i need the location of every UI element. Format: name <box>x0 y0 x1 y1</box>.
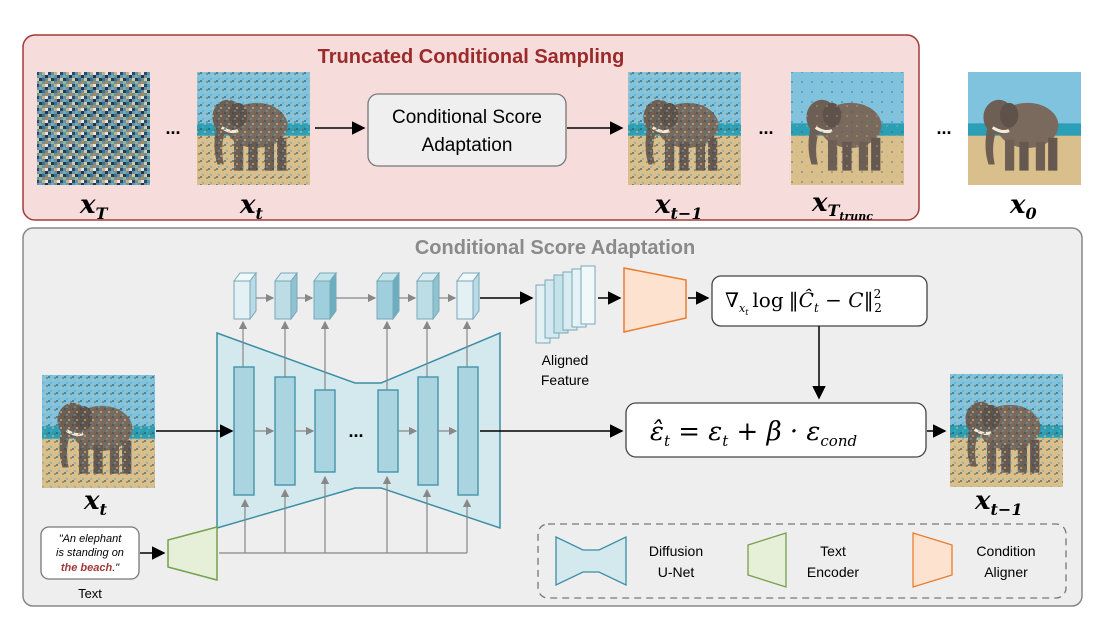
label-xT: xT <box>79 190 109 223</box>
label-xt: xt <box>239 190 264 223</box>
top-panel-title: Truncated Conditional Sampling <box>318 46 625 68</box>
conditional-score-adaptation-box: Conditional Score Adaptation <box>367 93 567 167</box>
legend-condition-aligner-icon <box>912 532 953 588</box>
svg-text:Aligner: Aligner <box>984 564 1028 580</box>
output-label-xt-minus-1: xt−1 <box>974 486 1022 519</box>
svg-text:the beach.": the beach." <box>61 562 120 574</box>
svg-text:ε̂t = εt + β · εcond: ε̂t = εt + β · εcond <box>650 417 857 450</box>
legend-unet-icon <box>555 535 627 587</box>
unet-ellipsis: ... <box>348 421 363 441</box>
svg-text:Conditional Score: Conditional Score <box>392 107 542 128</box>
label-x0: x0 <box>1009 190 1037 223</box>
clean-elephant-image-x0 <box>968 72 1081 185</box>
svg-text:U-Net: U-Net <box>658 564 695 580</box>
elephant-image-xt-trunc <box>791 72 904 185</box>
ellipsis-3: ... <box>936 118 951 138</box>
ellipsis-2: ... <box>758 118 773 138</box>
legend-text-encoder-icon <box>747 532 787 588</box>
aligned-feature-stack <box>535 265 596 344</box>
legend: Diffusion U-Net Text Encoder Condition A… <box>537 523 1067 599</box>
update-formula-box: ε̂t = εt + β · εcond <box>625 402 927 458</box>
input-label-xt: xt <box>83 486 108 519</box>
input-elephant-image <box>42 375 155 488</box>
svg-text:Diffusion: Diffusion <box>649 543 703 559</box>
text-prompt-box: "An elephant is standing on the beach." <box>40 526 140 580</box>
ellipsis-1: ... <box>165 118 180 138</box>
elephant-image-xt-minus-1 <box>628 72 741 185</box>
svg-text:Condition: Condition <box>976 543 1035 559</box>
svg-text:"An elephant: "An elephant <box>59 533 123 545</box>
svg-text:...: ... <box>165 118 180 138</box>
svg-text:Adaptation: Adaptation <box>422 135 513 156</box>
label-xt-minus-1: xt−1 <box>654 190 702 223</box>
svg-text:...: ... <box>936 118 951 138</box>
noise-image <box>37 72 150 185</box>
svg-text:∇xtlog‖Ĉt − C‖22: ∇xtlog‖Ĉt − C‖22 <box>725 287 882 317</box>
bottom-panel-title: Conditional Score Adaptation <box>415 237 695 259</box>
condition-aligner <box>623 267 687 333</box>
unet-blocks <box>233 366 479 496</box>
svg-text:...: ... <box>758 118 773 138</box>
svg-text:Text: Text <box>820 543 846 559</box>
skip-feature-cubes <box>233 271 480 321</box>
text-caption: Text <box>78 586 102 601</box>
aligned-feature-label: Aligned <box>542 352 589 368</box>
label-xT-trunc: xTtrunc <box>811 188 873 223</box>
text-encoder <box>167 526 218 581</box>
svg-text:is standing on: is standing on <box>56 547 124 559</box>
noisy-elephant-image-xt <box>197 72 310 185</box>
output-elephant-image <box>950 374 1063 487</box>
svg-text:Encoder: Encoder <box>807 564 859 580</box>
aligned-feature-label-2: Feature <box>541 372 589 388</box>
